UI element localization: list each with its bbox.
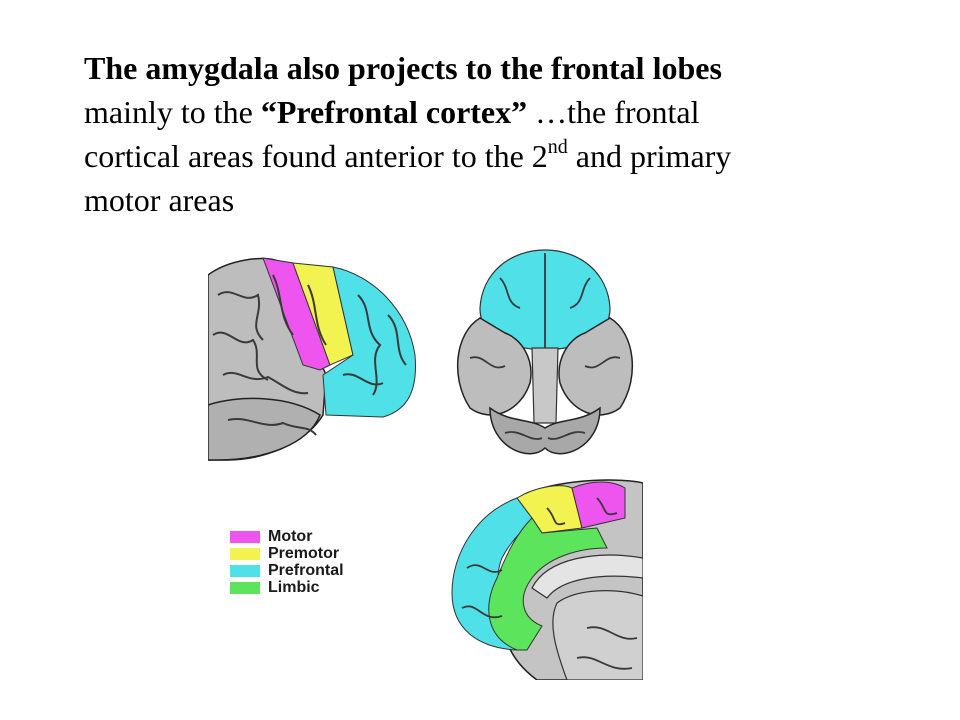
- legend-swatch-prefrontal: [230, 564, 260, 577]
- legend-label-premotor: Premotor: [268, 545, 340, 562]
- lateral-temporal-lobe: [208, 397, 321, 461]
- text-line-2b: “Prefrontal cortex”: [260, 94, 528, 130]
- lateral-sulci: [212, 274, 407, 436]
- legend-label-motor: Motor: [268, 528, 313, 545]
- legend-swatch-limbic: [230, 581, 260, 594]
- legend-item-prefrontal: Prefrontal: [230, 562, 344, 579]
- legend-label-prefrontal: Prefrontal: [268, 562, 344, 579]
- legend-swatch-premotor: [230, 547, 260, 560]
- legend-item-motor: Motor: [230, 528, 344, 545]
- medial-motor-region: [571, 481, 626, 529]
- medial-corpus-callosum: [531, 554, 643, 599]
- text-line-3-superscript: nd: [547, 136, 568, 159]
- text-line-4: motor areas: [84, 182, 235, 218]
- lateral-brain-image: [208, 257, 417, 461]
- text-line-3a: cortical areas found anterior to the 2: [84, 138, 548, 174]
- medial-brain-image: [451, 479, 643, 680]
- text-line-1: The amygdala also projects to the fronta…: [84, 50, 722, 86]
- text-line-2c: …the frontal: [527, 94, 700, 130]
- legend-swatch-motor: [230, 530, 260, 543]
- legend-item-premotor: Premotor: [230, 545, 344, 562]
- medial-limbic-region: [488, 517, 608, 651]
- inferior-cerebellum: [489, 406, 601, 455]
- inferior-brainstem: [531, 347, 559, 424]
- slide-text: The amygdala also projects to the fronta…: [84, 46, 884, 222]
- legend-label-limbic: Limbic: [268, 579, 320, 596]
- region-legend: Motor Premotor Prefrontal Limbic: [230, 528, 344, 596]
- lateral-motor-region: [262, 257, 331, 371]
- medial-thalamus: [552, 590, 643, 680]
- text-line-2a: mainly to the: [84, 94, 261, 130]
- text-line-3b: and primary: [567, 138, 732, 174]
- lateral-prefrontal-region: [322, 266, 417, 418]
- inferior-brain-image: [457, 249, 633, 455]
- legend-item-limbic: Limbic: [230, 579, 344, 596]
